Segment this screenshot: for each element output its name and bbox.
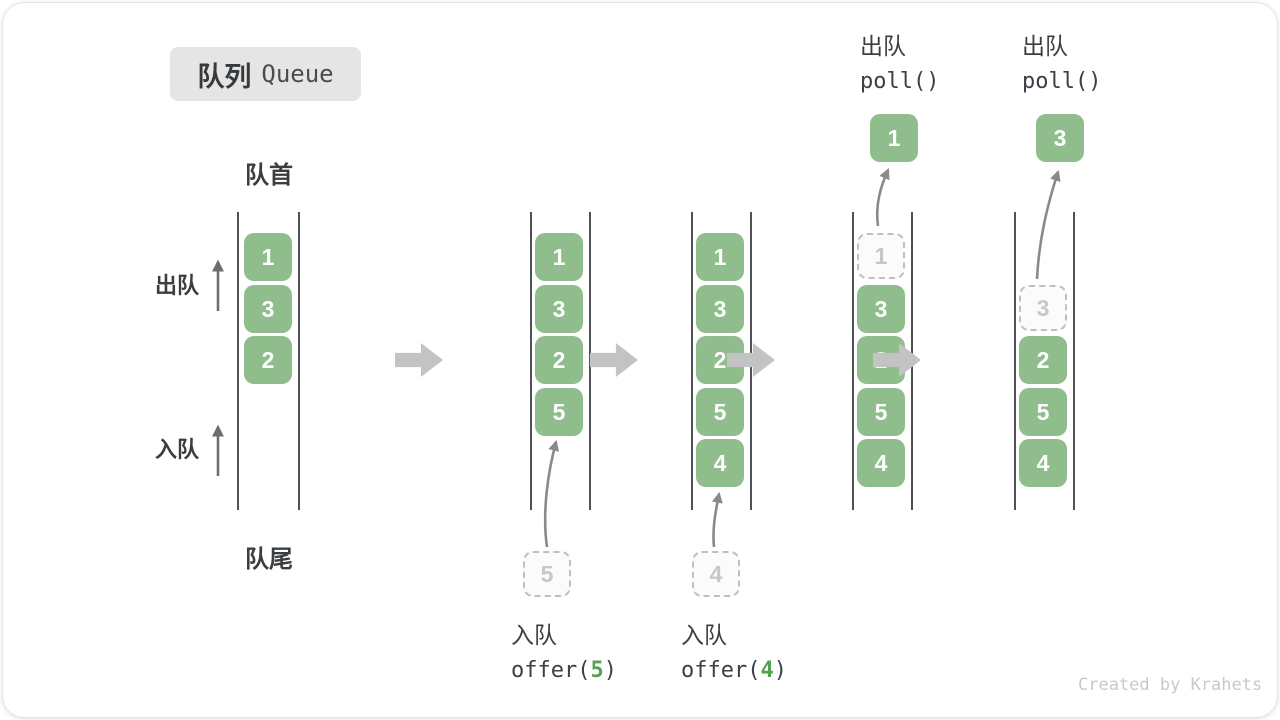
queue1-cell: 1 <box>244 233 292 281</box>
queue1-wall-right <box>298 212 300 510</box>
queue1-wall-left <box>237 212 239 510</box>
label-enqueue: 入队 <box>155 437 200 462</box>
queue2-cell: 5 <box>535 388 583 436</box>
queue1-cell: 2 <box>244 336 292 384</box>
dequeue-caption-poll2: 出队 poll() <box>1022 27 1101 94</box>
title-box: 队列 Queue <box>170 47 361 101</box>
enqueue-caption-action: 入队 <box>681 622 727 648</box>
queue3-cell: 3 <box>696 285 744 333</box>
dequeue-caption-code: poll() <box>860 69 940 94</box>
queue3-cell: 4 <box>696 439 744 487</box>
dequeue-caption-code: poll() <box>1022 69 1102 94</box>
queue3-cell: 5 <box>696 388 744 436</box>
queue3-wall-left <box>691 212 693 510</box>
queue3-cell: 2 <box>696 336 744 384</box>
queue2-cell: 3 <box>535 285 583 333</box>
queue5-cell: 4 <box>1019 439 1067 487</box>
code-arg: 5 <box>590 658 604 683</box>
queue2-wall-left <box>530 212 532 510</box>
enqueue-caption-action: 入队 <box>511 622 557 648</box>
queue4-cell: 4 <box>857 439 905 487</box>
code-post: ) <box>603 658 617 683</box>
queue2-incoming-cell: 5 <box>523 551 571 597</box>
dequeue-caption-action: 出队 <box>860 33 906 59</box>
title-en: Queue <box>261 60 334 88</box>
enqueue-caption-offer5: 入队 offer(5) <box>511 616 617 683</box>
queue3-cell: 1 <box>696 233 744 281</box>
queue4-cell: 3 <box>857 285 905 333</box>
queue5-cell: 2 <box>1019 336 1067 384</box>
queue2-cell: 1 <box>535 233 583 281</box>
queue4-cell: 5 <box>857 388 905 436</box>
code-pre: offer( <box>681 658 761 683</box>
watermark: Created by Krahets <box>1078 675 1263 695</box>
dequeue-caption-action: 出队 <box>1022 33 1068 59</box>
enqueue-caption-code: offer(5) <box>511 658 617 683</box>
label-queue-front: 队首 <box>245 162 293 189</box>
queue5-ghost-cell: 3 <box>1019 285 1067 331</box>
queue5-cell: 5 <box>1019 388 1067 436</box>
queue2-cell: 2 <box>535 336 583 384</box>
title-zh: 队列 <box>197 61 252 92</box>
queue5-wall-left <box>1014 212 1016 510</box>
label-dequeue: 出队 <box>155 273 200 298</box>
code-post: ) <box>773 658 787 683</box>
queue5-popped-cell: 3 <box>1036 114 1084 162</box>
label-queue-rear: 队尾 <box>245 546 293 573</box>
queue5-wall-right <box>1073 212 1075 510</box>
enqueue-caption-offer4: 入队 offer(4) <box>681 616 787 683</box>
dequeue-caption-poll1: 出队 poll() <box>860 27 939 94</box>
code-pre: offer( <box>511 658 591 683</box>
enqueue-caption-code: offer(4) <box>681 658 787 683</box>
queue4-ghost-cell: 1 <box>857 233 905 279</box>
queue3-incoming-cell: 4 <box>692 551 740 597</box>
queue1-cell: 3 <box>244 285 292 333</box>
queue2-wall-right <box>589 212 591 510</box>
queue4-popped-cell: 1 <box>870 114 918 162</box>
queue4-wall-left <box>852 212 854 510</box>
code-arg: 4 <box>760 658 774 683</box>
